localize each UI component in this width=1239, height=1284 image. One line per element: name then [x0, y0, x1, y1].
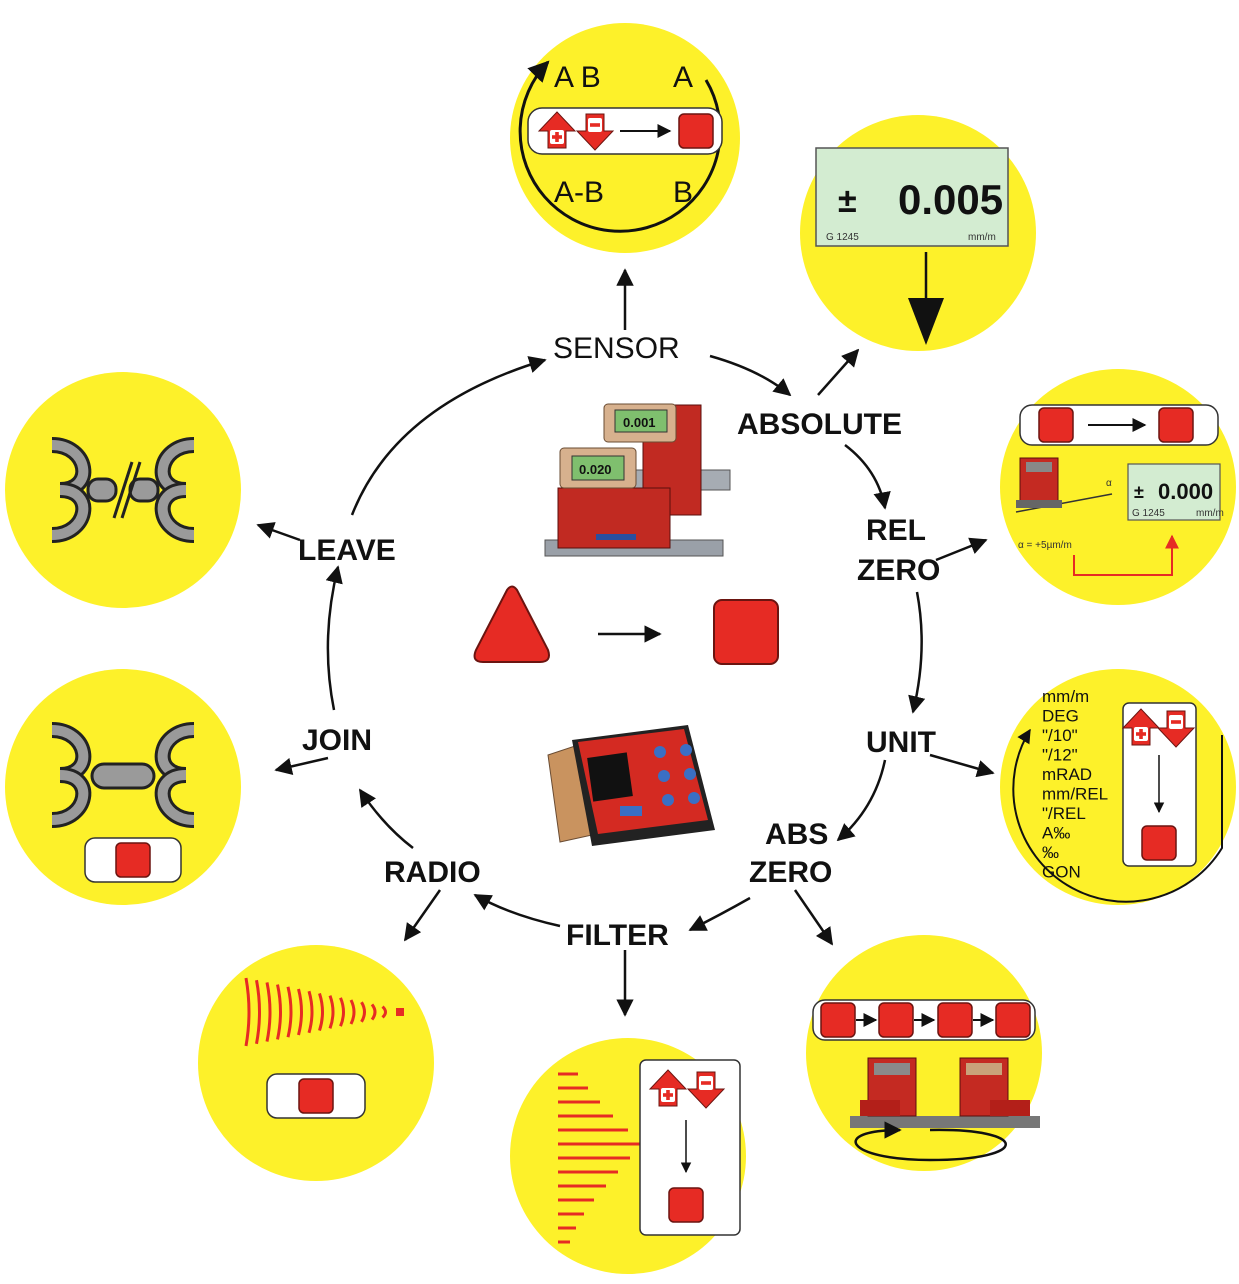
unit-option: mRAD	[1042, 765, 1092, 784]
red-square-button-icon	[820, 1002, 856, 1038]
radio-wave	[286, 986, 293, 1038]
unit-option: "/10"	[1042, 726, 1078, 745]
unit-option: GON	[1042, 863, 1081, 882]
unit-option: mm/m	[1042, 687, 1089, 706]
offset-formula: α = +5µm/m	[1018, 540, 1072, 551]
sensor-label-ab: A B	[554, 61, 601, 94]
red-square-button-icon	[298, 1078, 334, 1114]
radio-wave	[276, 984, 282, 1040]
label-rel: REL	[866, 514, 926, 547]
red-square-button-icon	[668, 1187, 704, 1223]
radio-wave	[255, 979, 261, 1045]
radio-wave	[396, 1008, 404, 1016]
absolute-panel: ± 0.005 G 1245 mm/m	[815, 147, 1009, 345]
label-filter: FILTER	[566, 919, 669, 952]
device-lcd-reading: 0.020	[579, 462, 612, 477]
lcd-reading: 0.000	[1158, 479, 1213, 504]
radio-circle	[198, 945, 434, 1181]
lcd-model: G 1245	[1132, 508, 1165, 519]
red-square-button-icon	[115, 842, 151, 878]
rotation-arrow-icon	[854, 1121, 1007, 1162]
device-lcd-reading: 0.001	[623, 415, 656, 430]
radio-wave	[349, 999, 356, 1025]
level-devices-image: 0.001 0.020	[544, 403, 731, 557]
red-square-button-icon	[995, 1002, 1031, 1038]
radio-wave	[328, 995, 335, 1029]
red-square-button-icon	[678, 113, 714, 149]
sensor-label-a-minus-b: A-B	[554, 176, 604, 209]
abs-zero-circle	[806, 935, 1042, 1171]
slope-line	[1015, 493, 1113, 513]
label-abs: ABS	[765, 818, 828, 851]
sensor-label-a: A	[673, 61, 693, 94]
unit-circle	[1000, 669, 1236, 905]
lcd-sign: ±	[838, 182, 857, 220]
unit-option: DEG	[1042, 707, 1079, 726]
label-leave: LEAVE	[298, 534, 396, 567]
lcd-sign: ±	[1134, 482, 1144, 502]
red-square-button-icon	[878, 1002, 914, 1038]
lcd-unit: mm/m	[968, 232, 996, 243]
radio-wave	[307, 990, 314, 1034]
filter-panel	[558, 1059, 741, 1244]
lcd-display	[1127, 463, 1221, 521]
radio-wave	[297, 988, 303, 1036]
sensor-panel: A B A A-B B	[518, 60, 723, 233]
label-unit: UNIT	[866, 726, 936, 759]
label-rel-zero: ZERO	[857, 554, 940, 587]
unit-option: mm/REL	[1042, 785, 1108, 804]
sensor-label-b: B	[673, 176, 693, 209]
slope-angle: α	[1106, 478, 1112, 489]
unit-option: A‰	[1042, 824, 1070, 843]
remote-control-image	[547, 725, 715, 846]
lcd-reading: 0.005	[898, 176, 1003, 223]
red-square-button-icon	[1038, 407, 1074, 443]
broken-chain-icon	[51, 437, 195, 543]
red-triangle-button-icon	[473, 585, 550, 663]
cycle-arrows	[256, 268, 995, 1017]
down-arrow-icon	[908, 298, 944, 345]
radio-wave	[339, 997, 345, 1027]
lcd-display	[815, 147, 1009, 247]
radio-wave	[244, 977, 251, 1047]
label-join: JOIN	[302, 724, 372, 757]
radio-wave	[360, 1001, 366, 1023]
radio-wave	[265, 982, 272, 1042]
red-square-button-icon	[1158, 407, 1194, 443]
radio-panel	[244, 977, 404, 1119]
label-abs-zero: ZERO	[749, 856, 832, 889]
label-radio: RADIO	[384, 856, 481, 889]
lcd-unit: mm/m	[1196, 508, 1224, 519]
red-square-button-icon	[937, 1002, 973, 1038]
red-square-button-icon	[1141, 825, 1177, 861]
lcd-model: G 1245	[826, 232, 859, 243]
unit-cycle-arc	[1012, 728, 1223, 903]
unit-option: "/12"	[1042, 746, 1078, 765]
linked-chain-icon	[51, 722, 195, 828]
unit-option: "/REL	[1042, 804, 1086, 823]
radio-waves-icon	[244, 977, 404, 1047]
filter-histogram-icon	[558, 1072, 643, 1244]
abs-zero-panel	[812, 999, 1040, 1162]
radio-wave	[318, 992, 324, 1032]
red-square-button-icon	[713, 599, 779, 665]
radio-wave	[381, 1005, 387, 1019]
label-absolute: ABSOLUTE	[737, 408, 902, 441]
unit-option: ‰	[1042, 843, 1059, 862]
radio-wave	[370, 1003, 377, 1021]
rel-zero-panel: α ± 0.000 G 1245 mm/m α = +5µm/m	[1015, 404, 1224, 576]
label-sensor: SENSOR	[553, 332, 680, 365]
